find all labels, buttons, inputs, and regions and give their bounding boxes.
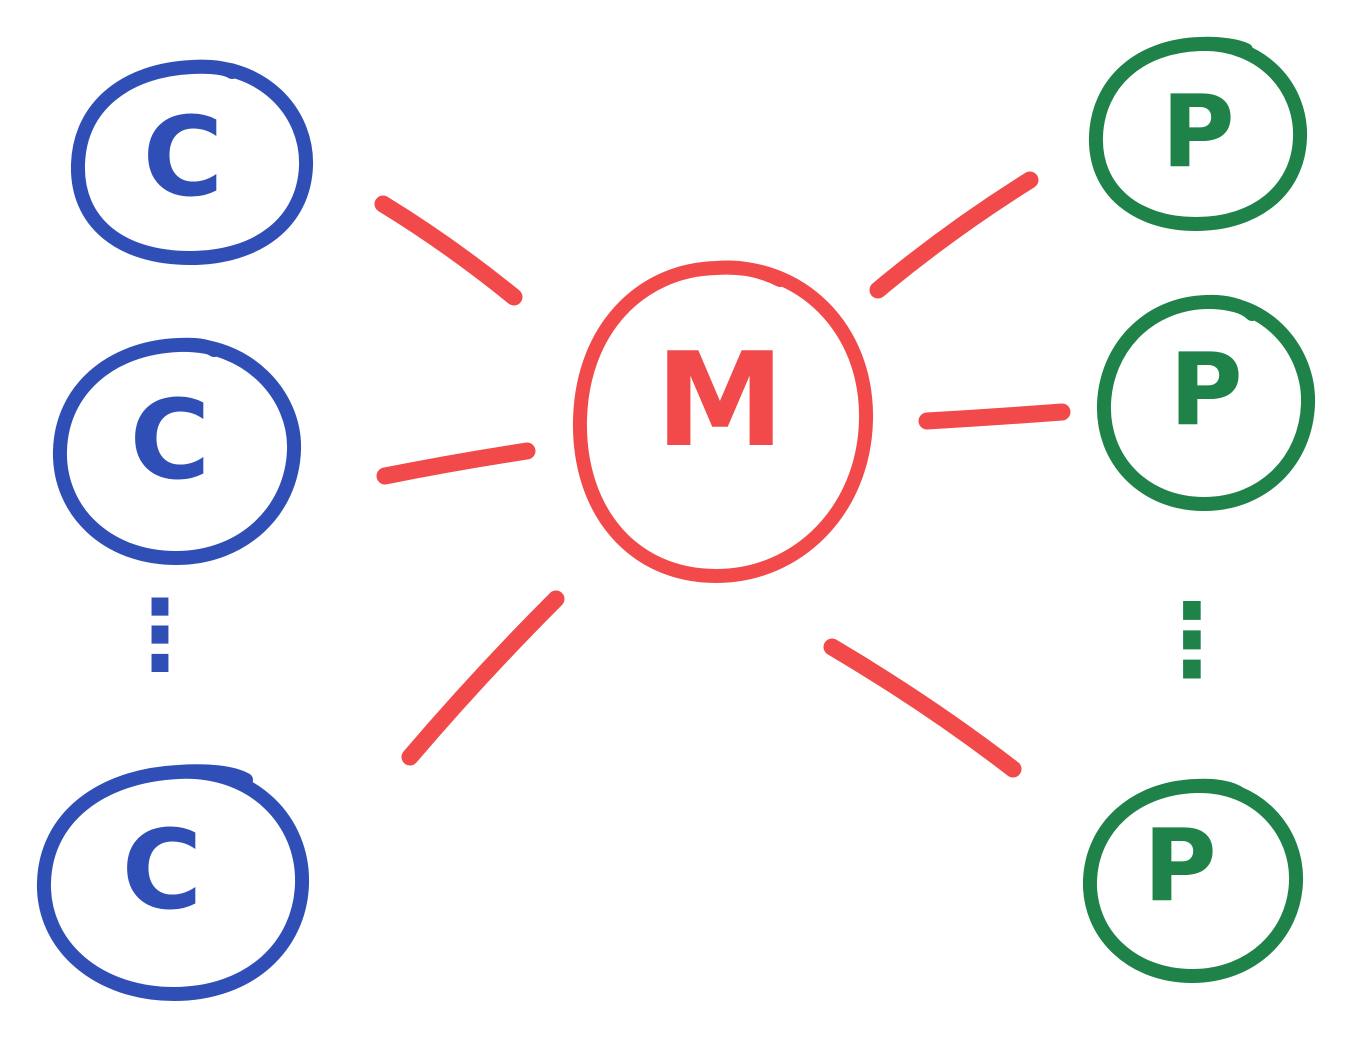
producer-nodes: P P ⋮ P bbox=[1082, 36, 1316, 984]
mediator-label: M bbox=[655, 324, 784, 476]
producer-node-3: P bbox=[1082, 778, 1304, 984]
producer-3-label: P bbox=[1143, 808, 1216, 925]
link-mediator-consumer-2 bbox=[376, 442, 536, 485]
producer-ellipsis: ⋮ bbox=[1142, 582, 1242, 699]
producer-2-ring bbox=[1096, 294, 1316, 512]
mediator-ring bbox=[572, 260, 874, 584]
producer-3-ring bbox=[1082, 778, 1304, 984]
producer-2-label: P bbox=[1169, 332, 1242, 449]
link-mediator-producer-3 bbox=[823, 638, 1022, 778]
producer-1-ring bbox=[1088, 36, 1308, 232]
consumer-2-ring bbox=[52, 337, 302, 566]
producer-node-2: P bbox=[1096, 294, 1316, 512]
link-mediator-producer-2 bbox=[918, 403, 1071, 430]
consumer-nodes: C C ⋮ C bbox=[36, 59, 314, 1002]
consumer-1-ring bbox=[70, 59, 314, 266]
consumer-node-3: C bbox=[36, 764, 310, 1002]
link-mediator-consumer-3 bbox=[401, 590, 565, 766]
consumer-node-2: C bbox=[52, 337, 302, 566]
consumer-3-label: C bbox=[122, 806, 203, 934]
consumer-3-ring bbox=[36, 764, 310, 1002]
link-mediator-consumer-1 bbox=[374, 195, 523, 306]
consumer-1-label: C bbox=[143, 93, 224, 221]
consumer-2-label: C bbox=[130, 376, 211, 504]
consumer-ellipsis: ⋮ bbox=[112, 579, 208, 691]
link-mediator-producer-1 bbox=[869, 171, 1039, 299]
consumer-node-1: C bbox=[70, 59, 314, 266]
producer-node-1: P bbox=[1088, 36, 1308, 232]
mediator-node: M bbox=[572, 260, 874, 584]
connector-lines bbox=[374, 171, 1071, 778]
producer-1-label: P bbox=[1161, 74, 1234, 191]
